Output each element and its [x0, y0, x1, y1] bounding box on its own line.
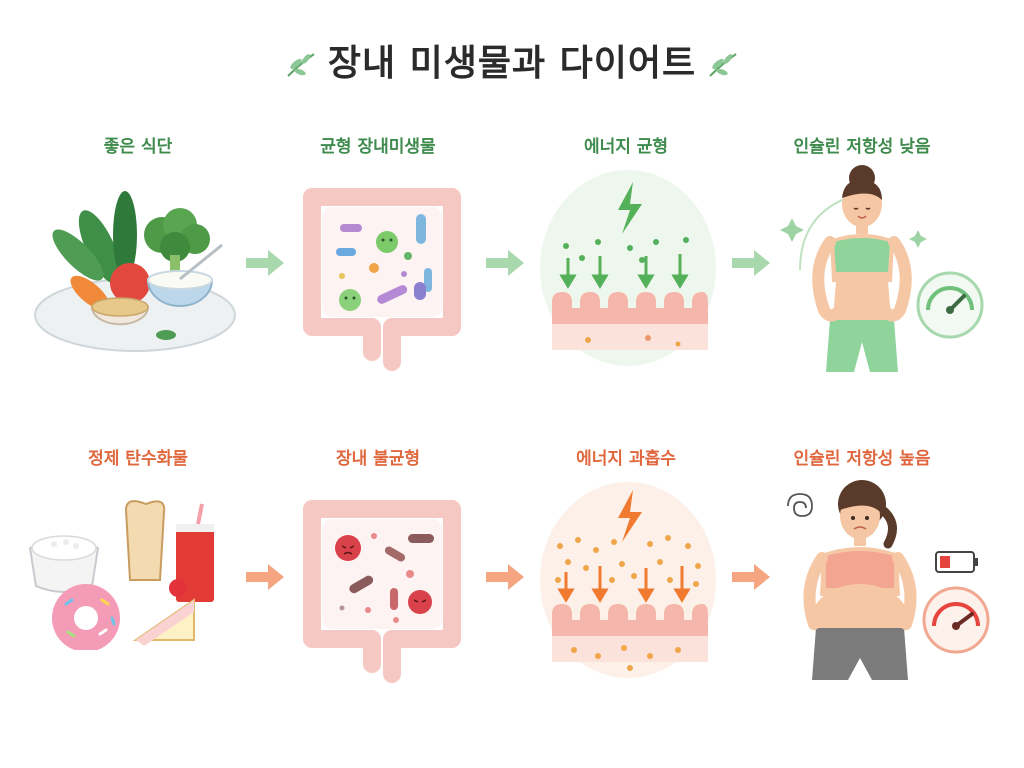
step-label-high-insulin-resistance: 인슐린 저항성 높음 — [752, 444, 972, 469]
arrow-right-icon — [484, 248, 526, 278]
leaf-right-icon — [706, 50, 740, 80]
step-label-balanced-gut: 균형 장내미생물 — [268, 132, 488, 157]
imbalanced-gut-bacteria-icon — [292, 484, 472, 684]
arrow-right-icon — [484, 562, 526, 592]
balanced-energy-absorption-icon — [538, 168, 718, 368]
leaf-left-icon — [284, 50, 318, 80]
refined-carbs-food-icon — [26, 500, 231, 650]
arrow-right-icon — [730, 562, 772, 592]
balanced-gut-bacteria-icon — [292, 172, 472, 372]
step-label-low-insulin-resistance: 인슐린 저항성 낮음 — [752, 132, 972, 157]
step-label-gut-imbalance: 장내 불균형 — [268, 444, 488, 469]
step-label-healthy-diet: 좋은 식단 — [28, 132, 248, 157]
page-title: 장내 미생물과 다이어트 — [0, 34, 1024, 86]
step-label-refined-carbs: 정제 탄수화물 — [28, 444, 248, 469]
arrow-right-icon — [244, 248, 286, 278]
fit-woman-low-gauge-icon — [780, 160, 1000, 375]
step-label-excess-energy: 에너지 과흡수 — [516, 444, 736, 469]
arrow-right-icon — [244, 562, 286, 592]
excess-energy-absorption-icon — [538, 480, 718, 680]
healthy-food-plate-icon — [30, 175, 240, 360]
step-label-energy-balance: 에너지 균형 — [516, 132, 736, 157]
title-text: 장내 미생물과 다이어트 — [328, 43, 696, 84]
tired-woman-high-gauge-icon — [780, 472, 1000, 682]
arrow-right-icon — [730, 248, 772, 278]
